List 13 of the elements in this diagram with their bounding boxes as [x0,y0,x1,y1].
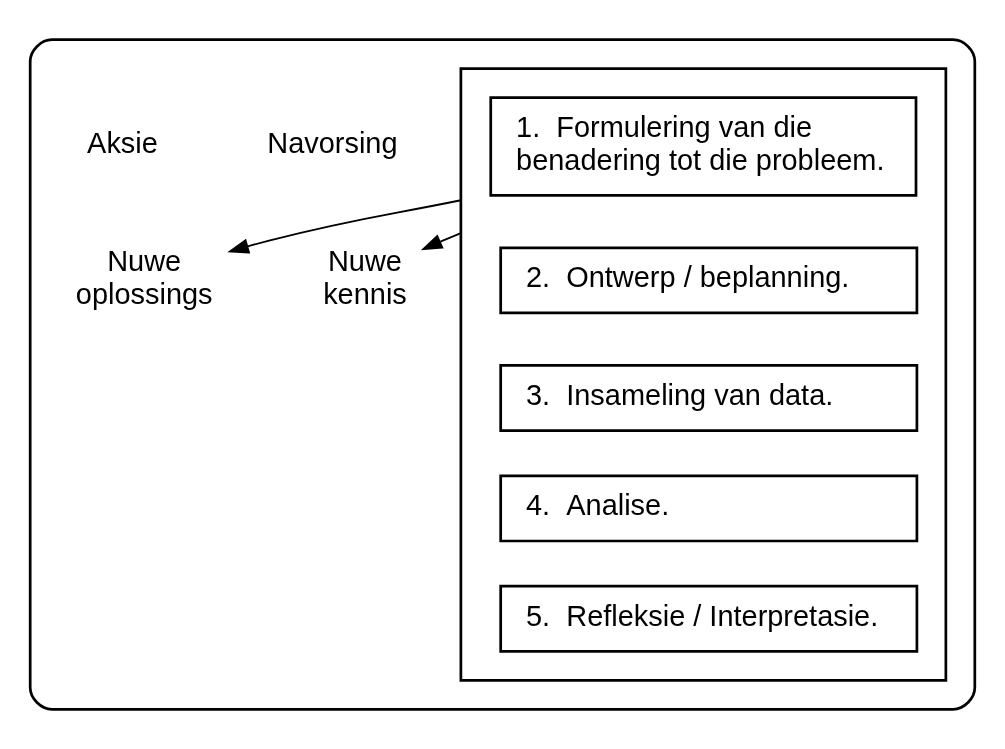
label: Navorsing [267,127,398,160]
label: Aksie [87,127,158,160]
node-box: 4. Analise. [499,474,919,543]
cluster [459,67,948,682]
node-box: 3. Insameling van data. [499,364,919,432]
node-text: Nuwe oplossings [75,244,213,310]
arrow [420,232,462,251]
cluster [28,38,977,711]
node-box: 5. Refleksie / Interpretasie. [499,584,919,653]
node-box: 2. Ontwerp / beplanning. [499,246,919,315]
node-box: 1. Formulering van die benadering tot die probleem. [489,96,918,197]
arrow [227,199,462,254]
node-text: Nuwe kennis [323,244,407,310]
